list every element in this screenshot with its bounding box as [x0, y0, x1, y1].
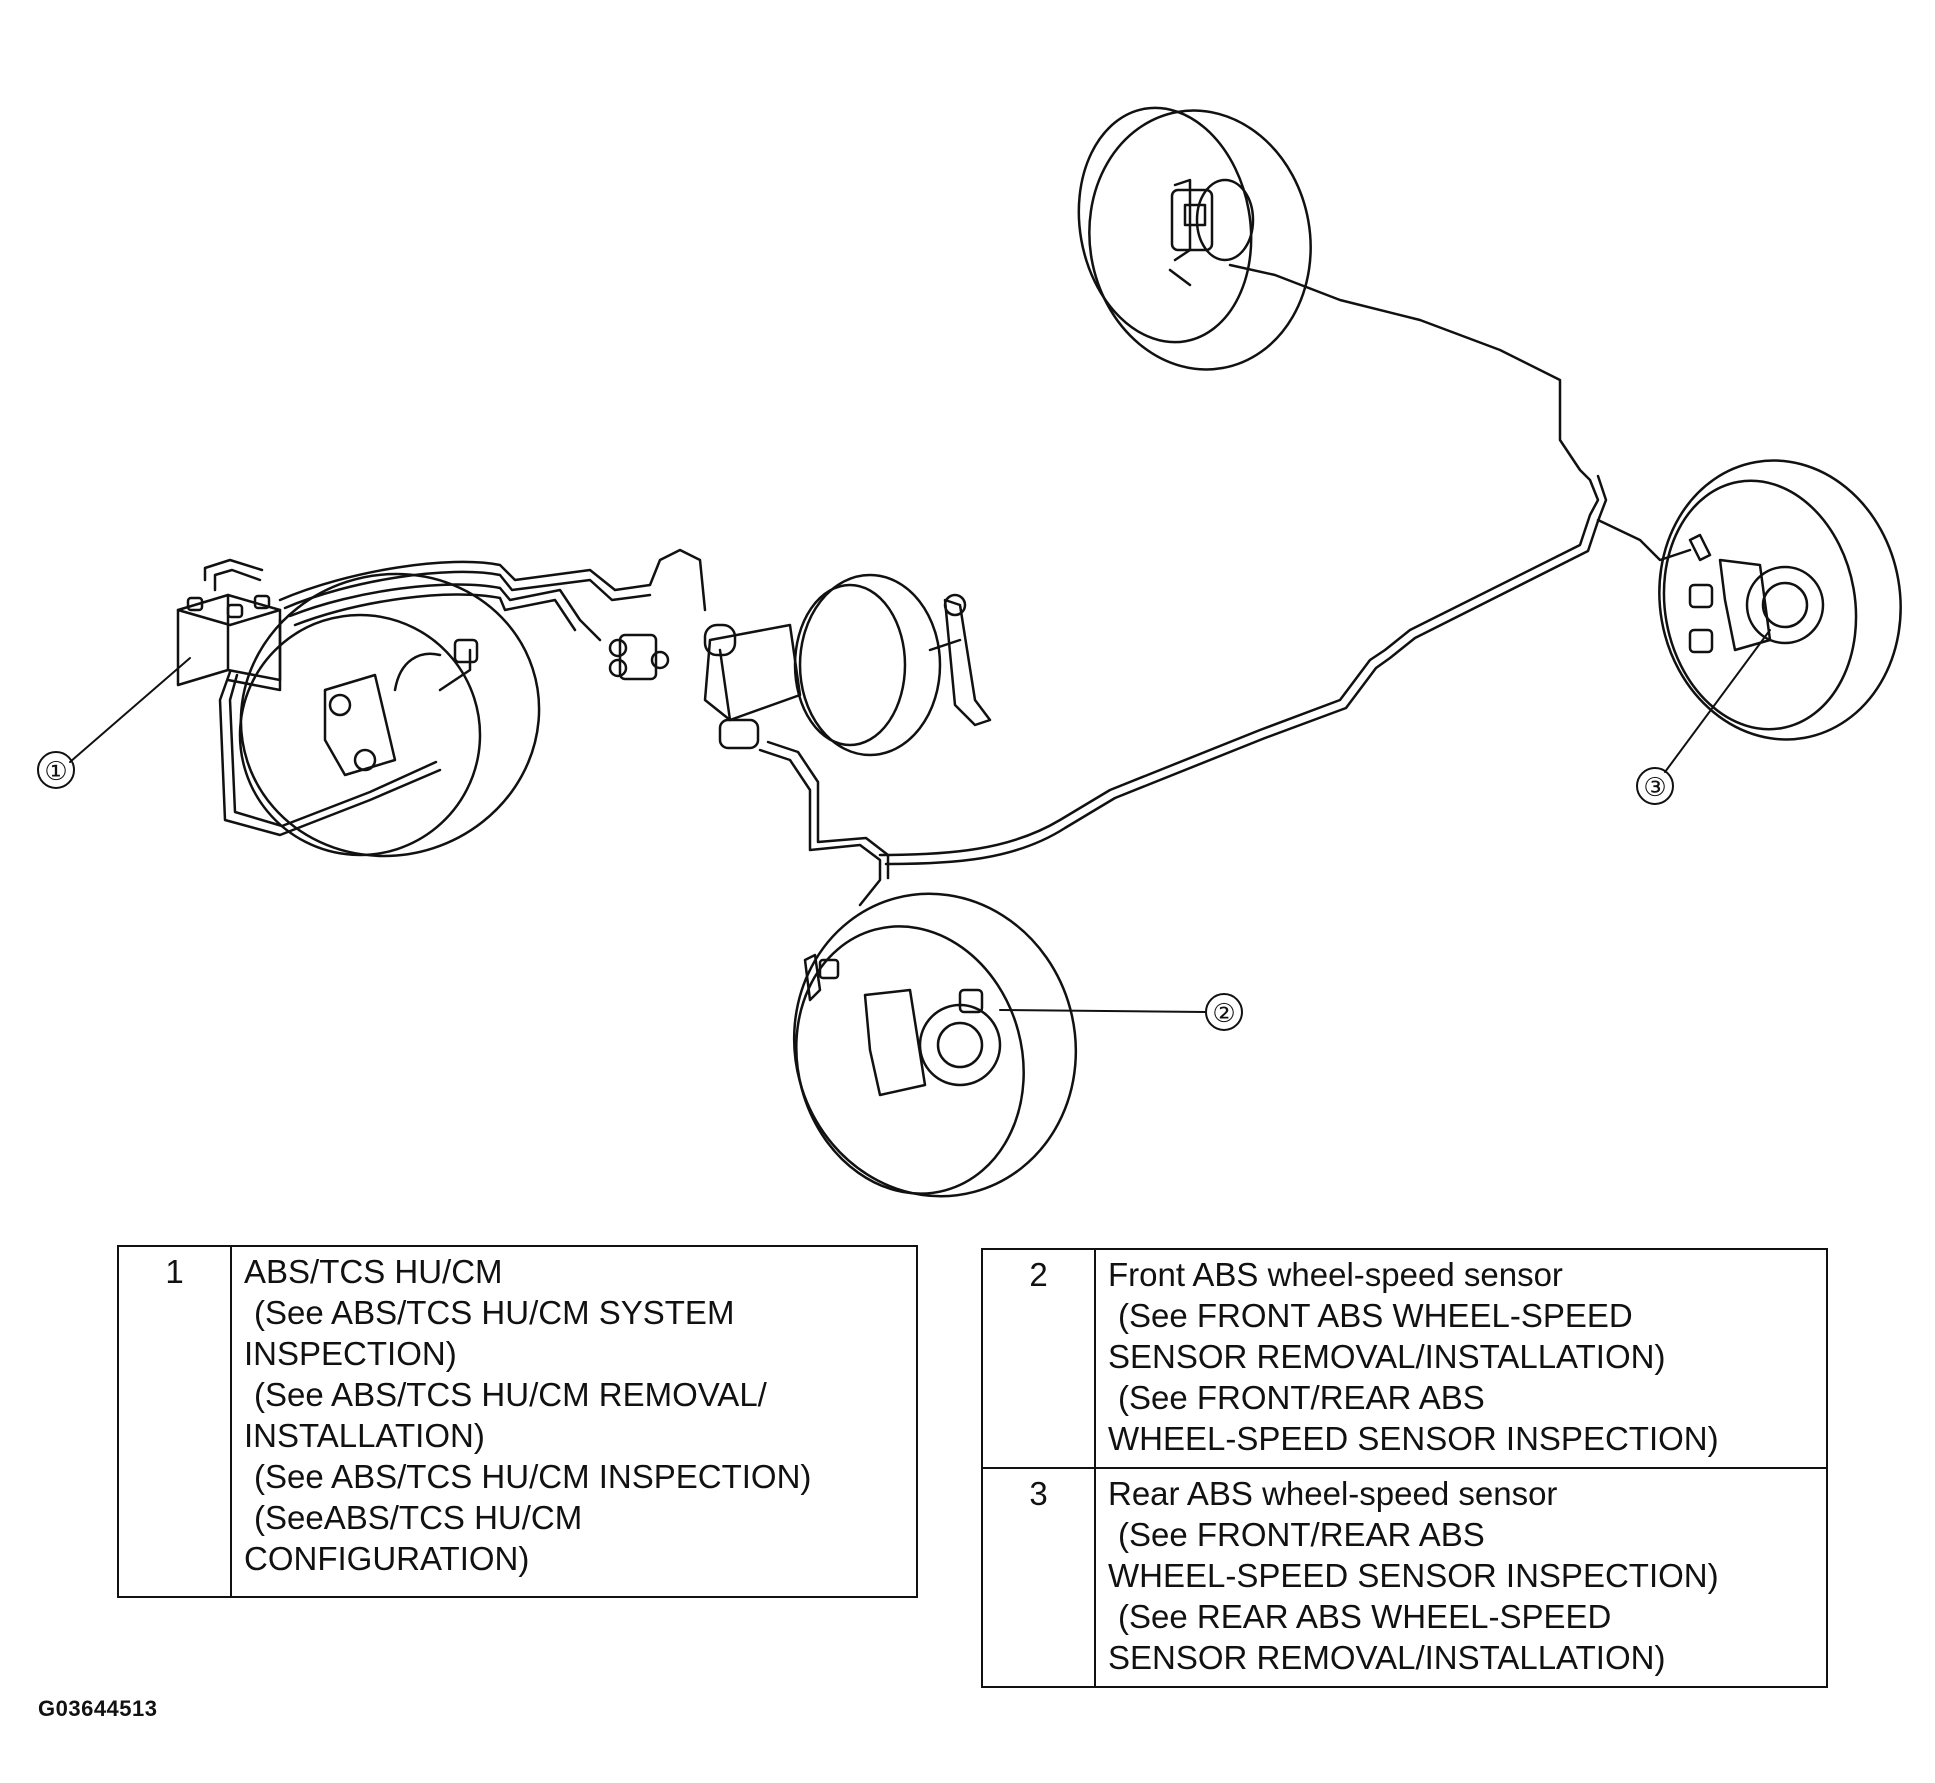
legend-line: (See ABS/TCS HU/CM REMOVAL/	[254, 1376, 767, 1413]
legend-row-description: Rear ABS wheel-speed sensor (See FRONT/R…	[1094, 1467, 1828, 1688]
legend-row-3: 3 Rear ABS wheel-speed sensor (See FRONT…	[981, 1467, 1828, 1688]
legend-line: (See REAR ABS WHEEL-SPEED	[1118, 1598, 1612, 1635]
callout-1: ①	[37, 751, 75, 789]
legend-row-2: 2 Front ABS wheel-speed sensor (See FRON…	[981, 1248, 1828, 1469]
legend-line: ABS/TCS HU/CM	[244, 1253, 503, 1290]
front-right-wheel	[238, 572, 541, 858]
rear-right-wheel	[1077, 106, 1312, 371]
callout-3: ③	[1636, 767, 1674, 805]
legend-line: CONFIGURATION)	[244, 1540, 530, 1577]
legend-line: WHEEL-SPEED SENSOR INSPECTION)	[1108, 1557, 1719, 1594]
callout-2-label: ②	[1212, 999, 1235, 1029]
proportioning-valve	[608, 633, 670, 681]
abs-hu-cm-unit	[176, 593, 282, 692]
master-cylinder-booster	[703, 573, 992, 757]
legend-line: (See FRONT/REAR ABS	[1118, 1379, 1485, 1416]
legend-table-right: 2 Front ABS wheel-speed sensor (See FRON…	[981, 1248, 1828, 1688]
legend-row-number: 3	[981, 1467, 1096, 1688]
legend-line: INSPECTION)	[244, 1335, 457, 1372]
legend-line: (See ABS/TCS HU/CM INSPECTION)	[254, 1458, 812, 1495]
legend-line: (See FRONT/REAR ABS	[1118, 1516, 1485, 1553]
rear-left-wheel	[1658, 459, 1902, 741]
legend-row-description: Front ABS wheel-speed sensor (See FRONT …	[1094, 1248, 1828, 1469]
legend-line: SENSOR REMOVAL/INSTALLATION)	[1108, 1338, 1666, 1375]
figure-code: G03644513	[38, 1696, 158, 1721]
legend-line: Front ABS wheel-speed sensor	[1108, 1256, 1563, 1293]
legend-row-1: 1 ABS/TCS HU/CM (See ABS/TCS HU/CM SYSTE…	[117, 1245, 918, 1598]
legend-line: SENSOR REMOVAL/INSTALLATION)	[1108, 1639, 1666, 1676]
brake-system-diagram: ① ② ③	[37, 106, 1902, 1198]
callout-1-label: ①	[44, 757, 67, 787]
legend-row-description: ABS/TCS HU/CM (See ABS/TCS HU/CM SYSTEM …	[230, 1245, 918, 1598]
legend-row-number: 1	[117, 1245, 232, 1598]
legend-row-number: 2	[981, 1248, 1096, 1469]
callout-2: ②	[1205, 993, 1243, 1031]
legend-line: WHEEL-SPEED SENSOR INSPECTION)	[1108, 1420, 1719, 1457]
brake-lines	[203, 263, 1692, 907]
legend-line: INSTALLATION)	[244, 1417, 485, 1454]
legend-table-left: 1 ABS/TCS HU/CM (See ABS/TCS HU/CM SYSTE…	[117, 1245, 918, 1598]
legend-line: (See ABS/TCS HU/CM SYSTEM	[254, 1294, 735, 1331]
front-left-wheel	[792, 892, 1078, 1198]
legend-line: Rear ABS wheel-speed sensor	[1108, 1475, 1558, 1512]
leader-lines	[69, 629, 1771, 1013]
callout-3-label: ③	[1643, 773, 1666, 803]
legend-line: (SeeABS/TCS HU/CM	[254, 1499, 583, 1536]
legend-line: (See FRONT ABS WHEEL-SPEED	[1118, 1297, 1633, 1334]
